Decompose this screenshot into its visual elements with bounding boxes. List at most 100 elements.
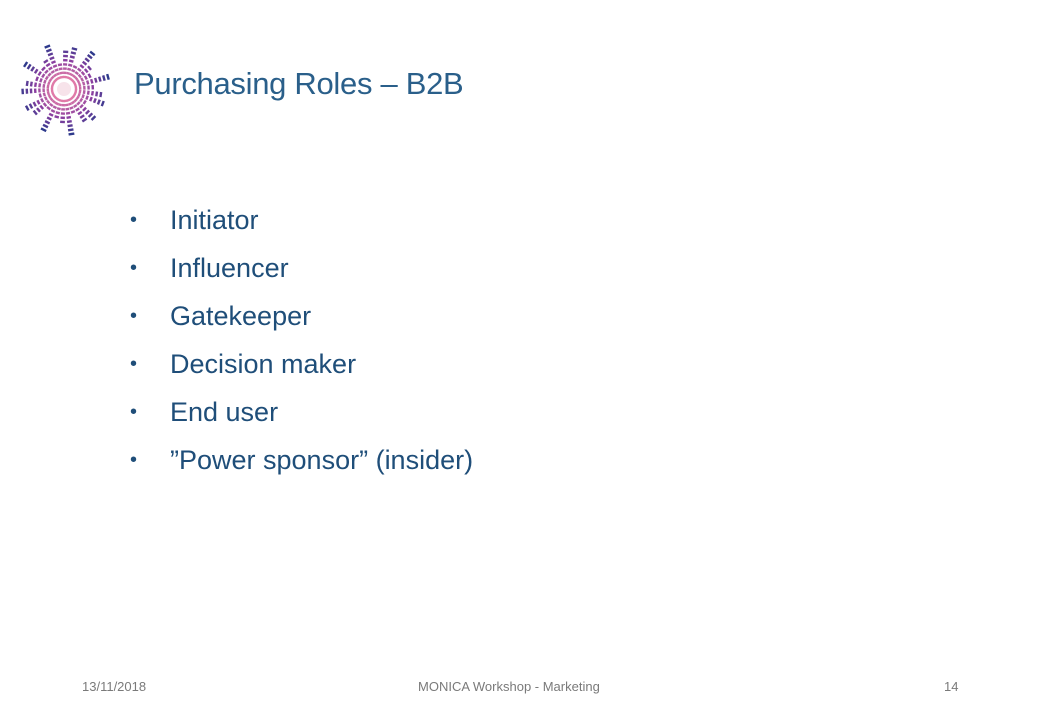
logo-segment xyxy=(45,62,51,68)
logo-segment xyxy=(82,81,86,86)
logo-core xyxy=(57,82,71,96)
bullet-text: End user xyxy=(170,396,279,427)
logo-segment xyxy=(53,73,58,78)
logo-segment xyxy=(77,67,82,72)
monica-logo xyxy=(21,44,110,136)
logo-segment xyxy=(52,105,58,110)
logo-segment xyxy=(54,101,59,106)
logo-segment xyxy=(50,109,56,113)
logo-segment xyxy=(60,116,65,120)
logo-segment xyxy=(65,107,70,111)
logo-segment xyxy=(70,110,76,114)
logo-segment xyxy=(62,75,67,79)
logo-segment xyxy=(48,112,54,117)
logo-segment xyxy=(78,89,82,94)
logo-segment xyxy=(50,69,55,74)
logo-segment xyxy=(76,79,81,84)
logo-segment xyxy=(59,71,64,75)
logo-segment xyxy=(79,97,84,103)
slide-title: Purchasing Roles – B2B xyxy=(134,66,464,101)
logo-segment xyxy=(24,105,30,112)
logo-segment xyxy=(49,56,55,61)
list-item: •End user xyxy=(130,388,473,436)
logo-segment xyxy=(84,57,90,63)
logo-segment xyxy=(69,106,74,110)
footer-title: MONICA Workshop - Marketing xyxy=(418,679,600,694)
logo-segment xyxy=(46,88,50,92)
logo-segment xyxy=(64,99,68,103)
logo-segment xyxy=(43,79,47,84)
logo-segment xyxy=(39,78,43,83)
bullet-icon: • xyxy=(130,352,138,375)
logo-segment xyxy=(42,102,48,107)
bullet-icon: • xyxy=(130,304,138,327)
logo-segment xyxy=(82,90,86,95)
logo-segment xyxy=(80,71,86,76)
logo-segment xyxy=(21,88,25,95)
logo-segment xyxy=(70,68,76,73)
logo-segment xyxy=(50,88,54,92)
logo-segment xyxy=(90,115,97,121)
logo-segment xyxy=(74,84,78,88)
list-item: •”Power sponsor” (insider) xyxy=(130,436,473,484)
logo-segment xyxy=(96,99,101,105)
logo-segment xyxy=(41,73,46,79)
logo-segment xyxy=(44,44,51,49)
logo-segment xyxy=(29,81,33,87)
logo-segment xyxy=(47,94,52,99)
logo-segment xyxy=(46,91,50,96)
logo-segment xyxy=(73,98,78,103)
logo-segment xyxy=(60,75,64,79)
logo-segment xyxy=(71,47,78,51)
logo-segment xyxy=(47,81,51,86)
logo-segment xyxy=(81,117,88,123)
logo-segment xyxy=(36,99,41,105)
logo-segment xyxy=(74,76,79,81)
logo-segment xyxy=(79,64,85,69)
list-item: •Gatekeeper xyxy=(130,292,473,340)
logo-segment xyxy=(72,65,78,69)
logo-segment xyxy=(100,100,105,107)
bullet-text: Initiator xyxy=(170,204,259,235)
logo-segment xyxy=(67,102,72,106)
logo-segment xyxy=(37,70,42,76)
bullet-list: •Initiator •Influencer •Gatekeeper •Deci… xyxy=(130,196,473,484)
logo-segment xyxy=(32,101,37,107)
logo-segment xyxy=(77,110,83,116)
logo-segment xyxy=(81,94,85,99)
logo-segment xyxy=(33,68,39,74)
logo-segment xyxy=(42,92,46,97)
logo-segment xyxy=(81,60,88,66)
bullet-text: Influencer xyxy=(170,252,289,283)
logo-segment xyxy=(42,83,46,88)
logo-segment xyxy=(40,97,45,103)
logo-segment xyxy=(51,60,56,65)
logo-segment xyxy=(87,65,92,71)
logo-segment xyxy=(40,127,47,133)
logo-segment xyxy=(66,119,72,124)
logo-segment xyxy=(49,97,54,102)
logo-segment xyxy=(87,85,90,90)
footer-date: 13/11/2018 xyxy=(82,679,147,694)
logo-segment xyxy=(89,50,96,57)
logo-segment xyxy=(69,72,74,77)
logo-segment xyxy=(67,67,72,71)
logo-segment xyxy=(63,67,67,70)
logo-segment xyxy=(42,88,45,93)
logo-segment xyxy=(48,66,53,71)
logo-segment xyxy=(63,71,67,75)
logo-segment xyxy=(69,55,75,59)
logo-segment xyxy=(57,63,63,67)
logo-segment xyxy=(92,97,97,104)
logo-segment xyxy=(30,66,36,72)
logo-segment xyxy=(65,111,71,115)
logo-segment xyxy=(77,73,82,79)
logo-segment xyxy=(98,76,102,82)
logo-segment xyxy=(79,103,84,109)
bullet-icon: • xyxy=(130,208,138,231)
logo-segment xyxy=(70,51,77,55)
logo-segment xyxy=(72,74,77,79)
logo-segment xyxy=(73,104,78,109)
logo-segment xyxy=(106,73,110,81)
logo-segment xyxy=(66,71,71,75)
